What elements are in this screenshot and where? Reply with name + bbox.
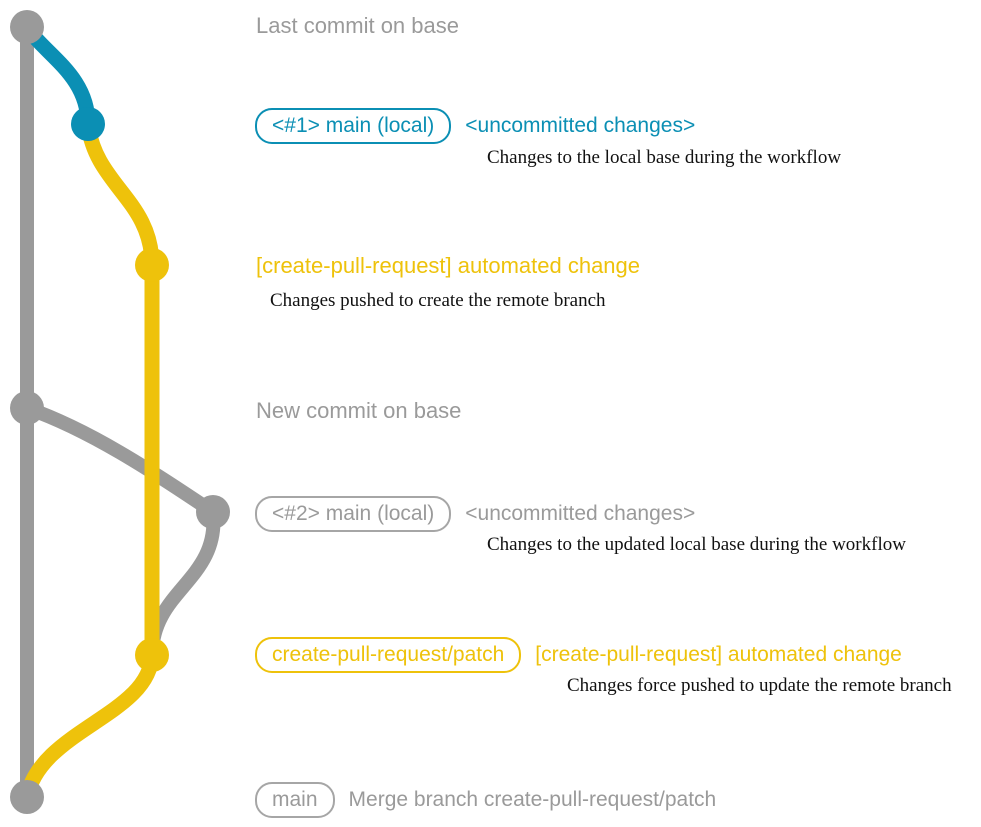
commit-node-base-head[interactable] (10, 10, 44, 44)
base-to-local2-branch (20, 401, 220, 519)
branch-badge-main[interactable]: main (255, 782, 335, 818)
patch2-to-merge-branch (19, 647, 160, 805)
commit-subject-merge: Merge branch create-pull-request/patch (348, 788, 717, 811)
commit-subject-automated-change-2: [create-pull-request] automated change (535, 643, 902, 666)
commit-node-local-1[interactable] (71, 107, 105, 141)
commit-note-automated-change-1: Changes pushed to create the remote bran… (270, 290, 606, 311)
row-local-commit-2: <#2> main (local) <uncommitted changes> (255, 496, 695, 532)
branch-badge-local-2[interactable]: <#2> main (local) (255, 496, 452, 532)
headline-automated-change-1: [create-pull-request] automated change (256, 253, 641, 278)
commit-node-local-2[interactable] (196, 495, 230, 529)
commit-subject-local-2: <uncommitted changes> (465, 502, 696, 525)
commit-note-local-2: Changes to the updated local base during… (487, 534, 906, 555)
row-merge-commit: main Merge branch create-pull-request/pa… (255, 782, 716, 818)
commit-subject-local-1: <uncommitted changes> (465, 114, 696, 137)
commit-node-patch-1[interactable] (135, 248, 169, 282)
local1-to-patch1-branch (80, 116, 160, 273)
commit-note-local-1: Changes to the local base during the wor… (487, 147, 842, 168)
branch-badge-create-pull-request-patch[interactable]: create-pull-request/patch (255, 637, 522, 673)
base-to-local1-branch (19, 19, 96, 132)
headline-new-commit-on-base: New commit on base (256, 398, 462, 423)
headline-last-commit-on-base: Last commit on base (256, 13, 459, 38)
row-local-commit-1: <#1> main (local) <uncommitted changes> (255, 108, 695, 144)
commit-node-merge[interactable] (10, 780, 44, 814)
branch-badge-local-1[interactable]: <#1> main (local) (255, 108, 452, 144)
commit-node-patch-2[interactable] (135, 638, 169, 672)
commit-note-automated-change-2: Changes force pushed to update the remot… (567, 675, 952, 696)
local2-to-patch2-branch (145, 505, 221, 662)
commit-node-base-new[interactable] (10, 391, 44, 425)
row-patch-commit-2: create-pull-request/patch [create-pull-r… (255, 637, 902, 673)
